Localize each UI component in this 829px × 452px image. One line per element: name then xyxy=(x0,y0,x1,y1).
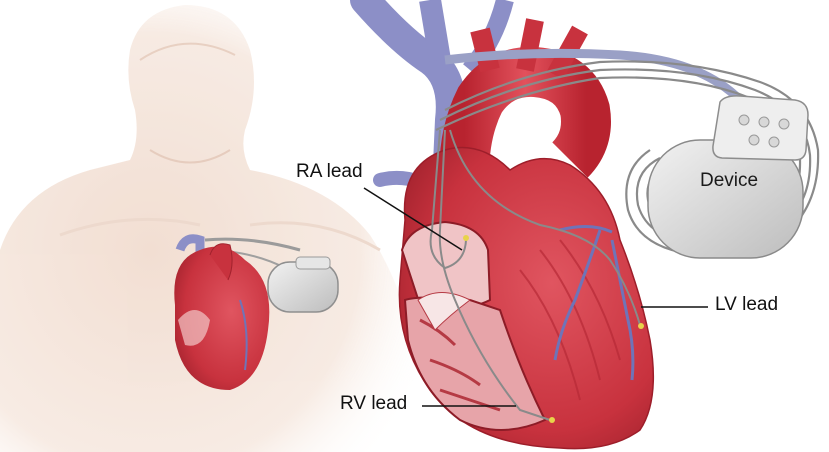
device-label: Device xyxy=(700,170,758,192)
ra-lead-label: RA lead xyxy=(296,161,363,183)
lv-lead-label: LV lead xyxy=(715,294,778,316)
rv-lead-label: RV lead xyxy=(340,393,407,415)
large-heart xyxy=(399,130,653,449)
small-device xyxy=(268,257,338,312)
